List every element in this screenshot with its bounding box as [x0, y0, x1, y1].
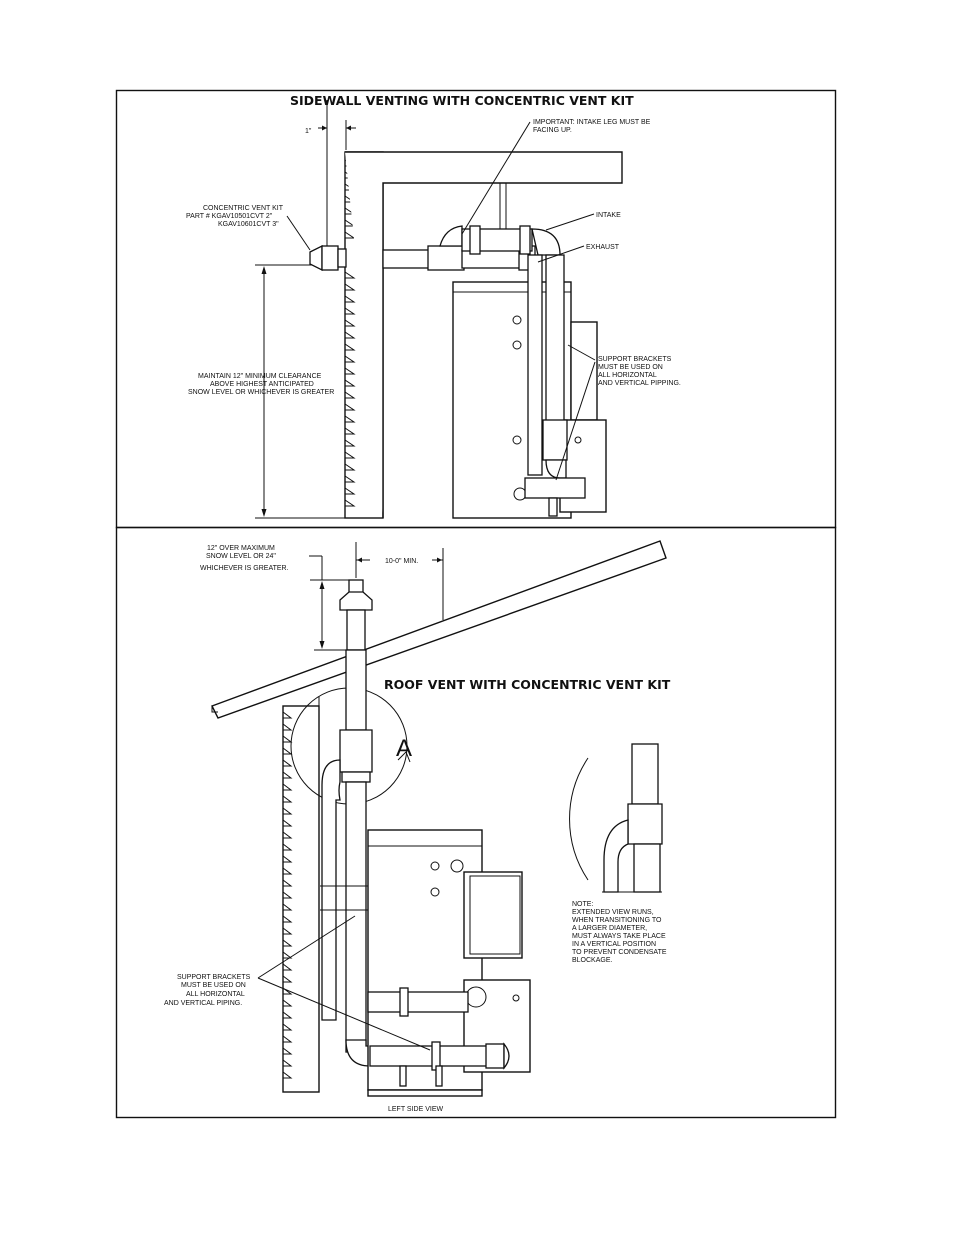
- note-line6: IN A VERTICAL POSITION: [572, 941, 656, 948]
- roof: [211, 540, 667, 719]
- roof-brackets-line2: MUST BE USED ON: [181, 982, 246, 989]
- note-line3: WHEN TRANSITIONING TO: [572, 917, 662, 924]
- roof-section: 12" OVER MAXIMUM SNOW LEVEL OR 24" WHICH…: [164, 540, 671, 1113]
- left-side-view-label: LEFT SIDE VIEW: [388, 1106, 443, 1113]
- horizontal-vent-pipe: [382, 183, 561, 271]
- snow-line3: WHICHEVER IS GREATER.: [200, 565, 289, 572]
- clearance-line3: SNOW LEVEL OR WHICHEVER IS GREATER: [188, 389, 334, 396]
- detail-view: [569, 743, 663, 893]
- note-line2: EXTENDED VIEW RUNS,: [572, 909, 654, 916]
- sidewall-brackets-line3: ALL HORIZONTAL: [598, 372, 657, 379]
- snow-line1: 12" OVER MAXIMUM: [207, 545, 275, 552]
- sidewall-title: SIDEWALL VENTING WITH CONCENTRIC VENT KI…: [290, 93, 634, 108]
- roof-exterior-wall: [282, 696, 320, 1093]
- exhaust-label: EXHAUST: [586, 244, 620, 251]
- snow-line2: SNOW LEVEL OR 24": [206, 553, 276, 560]
- roof-panel-frame: [115, 526, 837, 1119]
- kit-label-line3: KGAV10601CVT 3": [218, 221, 279, 228]
- concentric-vent-terminal: [309, 244, 347, 272]
- roof-brackets-line3: ALL HORIZONTAL: [186, 991, 245, 998]
- detail-letter: A: [396, 735, 412, 762]
- important-note-line1: IMPORTANT: INTAKE LEG MUST BE: [533, 119, 651, 126]
- clearance-line1: MAINTAIN 12" MINIMUM CLEARANCE: [198, 373, 322, 380]
- intake-label: INTAKE: [596, 212, 621, 219]
- sidewall-brackets-line4: AND VERTICAL PIPPING.: [598, 380, 681, 387]
- kit-label-line2: PART # KGAV10501CVT 2": [186, 213, 273, 220]
- exterior-wall: [344, 151, 623, 519]
- roof-brackets-line1: SUPPORT BRACKETS: [177, 974, 251, 981]
- note-line1: NOTE:: [572, 901, 593, 908]
- min-distance-label: 10-0" MIN.: [385, 558, 418, 565]
- clearance-line2: ABOVE HIGHEST ANTICIPATED: [210, 381, 314, 388]
- roof-title: ROOF VENT WITH CONCENTRIC VENT KIT: [384, 677, 671, 692]
- sidewall-brackets-line1: SUPPORT BRACKETS: [598, 356, 672, 363]
- note-line4: A LARGER DIAMETER,: [572, 925, 647, 932]
- roof-horizontal-pipes: [367, 987, 510, 1087]
- roof-vent-cap: [339, 579, 373, 651]
- roof-brackets-line4: AND VERTICAL PIPING.: [164, 1000, 242, 1007]
- note-line7: TO PREVENT CONDENSATE: [572, 949, 667, 956]
- kit-label-line1: CONCENTRIC VENT KIT: [203, 205, 284, 212]
- one-inch-label: 1": [305, 128, 312, 135]
- sidewall-brackets-line2: MUST BE USED ON: [598, 364, 663, 371]
- important-note-line2: FACING UP.: [533, 127, 572, 134]
- vertical-exhaust-pipe: [524, 254, 586, 517]
- roof-vertical-pipe: [321, 649, 373, 1067]
- note-line5: MUST ALWAYS TAKE PLACE: [572, 933, 666, 940]
- note-line8: BLOCKAGE.: [572, 957, 613, 964]
- sidewall-section: SIDEWALL VENTING WITH CONCENTRIC VENT KI…: [186, 93, 681, 519]
